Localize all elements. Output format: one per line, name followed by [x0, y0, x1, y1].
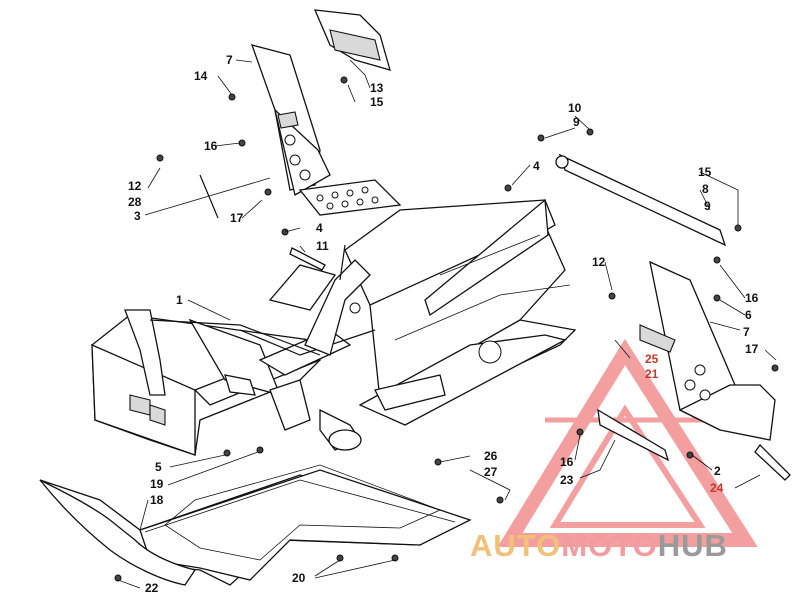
rod [199, 174, 219, 219]
callout-22: 22 [145, 581, 159, 595]
callout-7: 7 [226, 53, 233, 67]
callout-25: 25 [645, 352, 659, 366]
callout-5: 5 [155, 460, 162, 474]
callout-20: 20 [292, 571, 306, 585]
steering-support [268, 244, 371, 356]
callout-8: 8 [702, 182, 709, 196]
strap [289, 247, 326, 271]
callout-28: 28 [128, 195, 142, 209]
watermark-hub: HUB [658, 528, 728, 563]
callout-6: 6 [745, 308, 752, 322]
callout-16: 16 [204, 139, 218, 153]
callout-15b: 15 [698, 165, 712, 179]
callout-24: 24 [710, 481, 724, 495]
callout-26: 26 [484, 449, 498, 463]
callout-9: 9 [573, 115, 580, 129]
side-bracket [597, 408, 791, 481]
cross-shaft [555, 153, 727, 247]
watermark-text: AUTOMOTOHUB [470, 528, 728, 563]
watermark-moto: MOTO [561, 528, 657, 563]
callout-21: 21 [645, 367, 659, 381]
svg-text:AUTOMOTOHUB: AUTOMOTOHUB [470, 528, 728, 563]
callout-15: 15 [370, 95, 384, 109]
callout-17: 17 [230, 211, 244, 225]
leader-lines [117, 59, 777, 589]
callout-18: 18 [150, 493, 164, 507]
callout-labels: 7 14 13 15 16 12 28 3 17 4 11 1 10 9 4 1… [128, 53, 759, 595]
watermark-auto: AUTO [470, 528, 561, 563]
callout-16c: 16 [560, 455, 574, 469]
right-footrest [639, 260, 776, 441]
front-skid-plate [39, 479, 197, 586]
callout-9b: 9 [704, 199, 711, 213]
upper-bracket [313, 9, 391, 71]
left-footrest [250, 44, 402, 216]
callout-10: 10 [568, 101, 582, 115]
callout-3: 3 [134, 209, 141, 223]
callout-7b: 7 [743, 325, 750, 339]
callout-19: 19 [150, 477, 164, 491]
callout-12b: 12 [592, 255, 606, 269]
callout-1: 1 [176, 293, 183, 307]
callout-4b: 4 [533, 159, 540, 173]
callout-17b: 17 [745, 342, 759, 356]
footrest-holes [316, 186, 379, 210]
callout-13: 13 [370, 81, 384, 95]
front-frame [91, 309, 376, 456]
callout-12: 12 [128, 179, 142, 193]
callout-4: 4 [316, 221, 323, 235]
callout-16b: 16 [745, 291, 759, 305]
callout-2: 2 [714, 464, 721, 478]
callout-11: 11 [316, 239, 329, 253]
callout-14: 14 [194, 69, 208, 83]
callout-27: 27 [484, 465, 498, 479]
main-tunnel [344, 198, 577, 426]
callout-23: 23 [560, 473, 574, 487]
